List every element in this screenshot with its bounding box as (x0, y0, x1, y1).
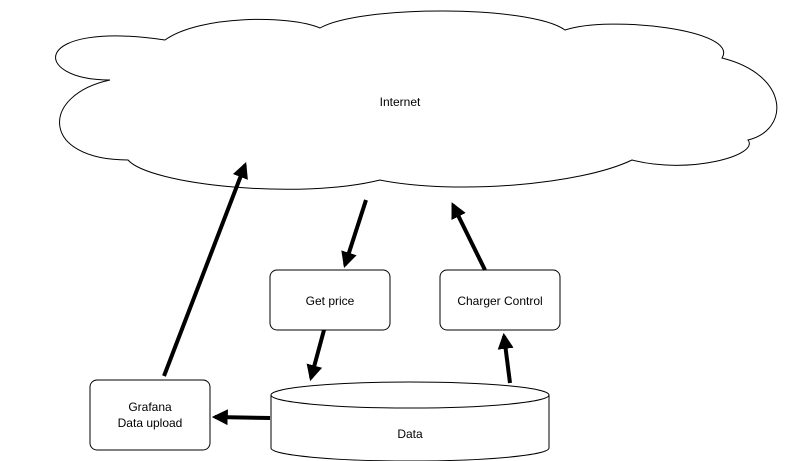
grafana-upload-label-line1: Grafana (128, 400, 172, 414)
data-store-node[interactable]: Data (270, 381, 550, 461)
get-price-node[interactable]: Get price (269, 269, 391, 331)
charger-control-label: Charger Control (457, 294, 542, 308)
cloud-shape (55, 10, 778, 190)
arrow-charger-control-to-internet (451, 202, 487, 271)
data-store-label: Data (397, 427, 423, 441)
charger-control-node[interactable]: Charger Control (439, 269, 561, 331)
get-price-label: Get price (306, 294, 355, 308)
cloud-label: Internet (380, 95, 421, 109)
arrow-get-price-to-data (306, 329, 326, 382)
arrow-grafana-to-internet (162, 162, 248, 377)
grafana-upload-label-line2: Data upload (118, 416, 183, 430)
grafana-upload-node[interactable]: Grafana Data upload (89, 379, 211, 451)
get-price-box (269, 269, 391, 331)
arrow-internet-to-get-price (341, 199, 368, 269)
data-cylinder-top (270, 381, 550, 409)
arrow-data-to-charger-control (497, 332, 514, 384)
charger-control-box (439, 269, 561, 331)
internet-cloud[interactable]: Internet (55, 10, 778, 190)
arrow-data-to-grafana (211, 409, 271, 426)
grafana-upload-box (89, 379, 211, 451)
